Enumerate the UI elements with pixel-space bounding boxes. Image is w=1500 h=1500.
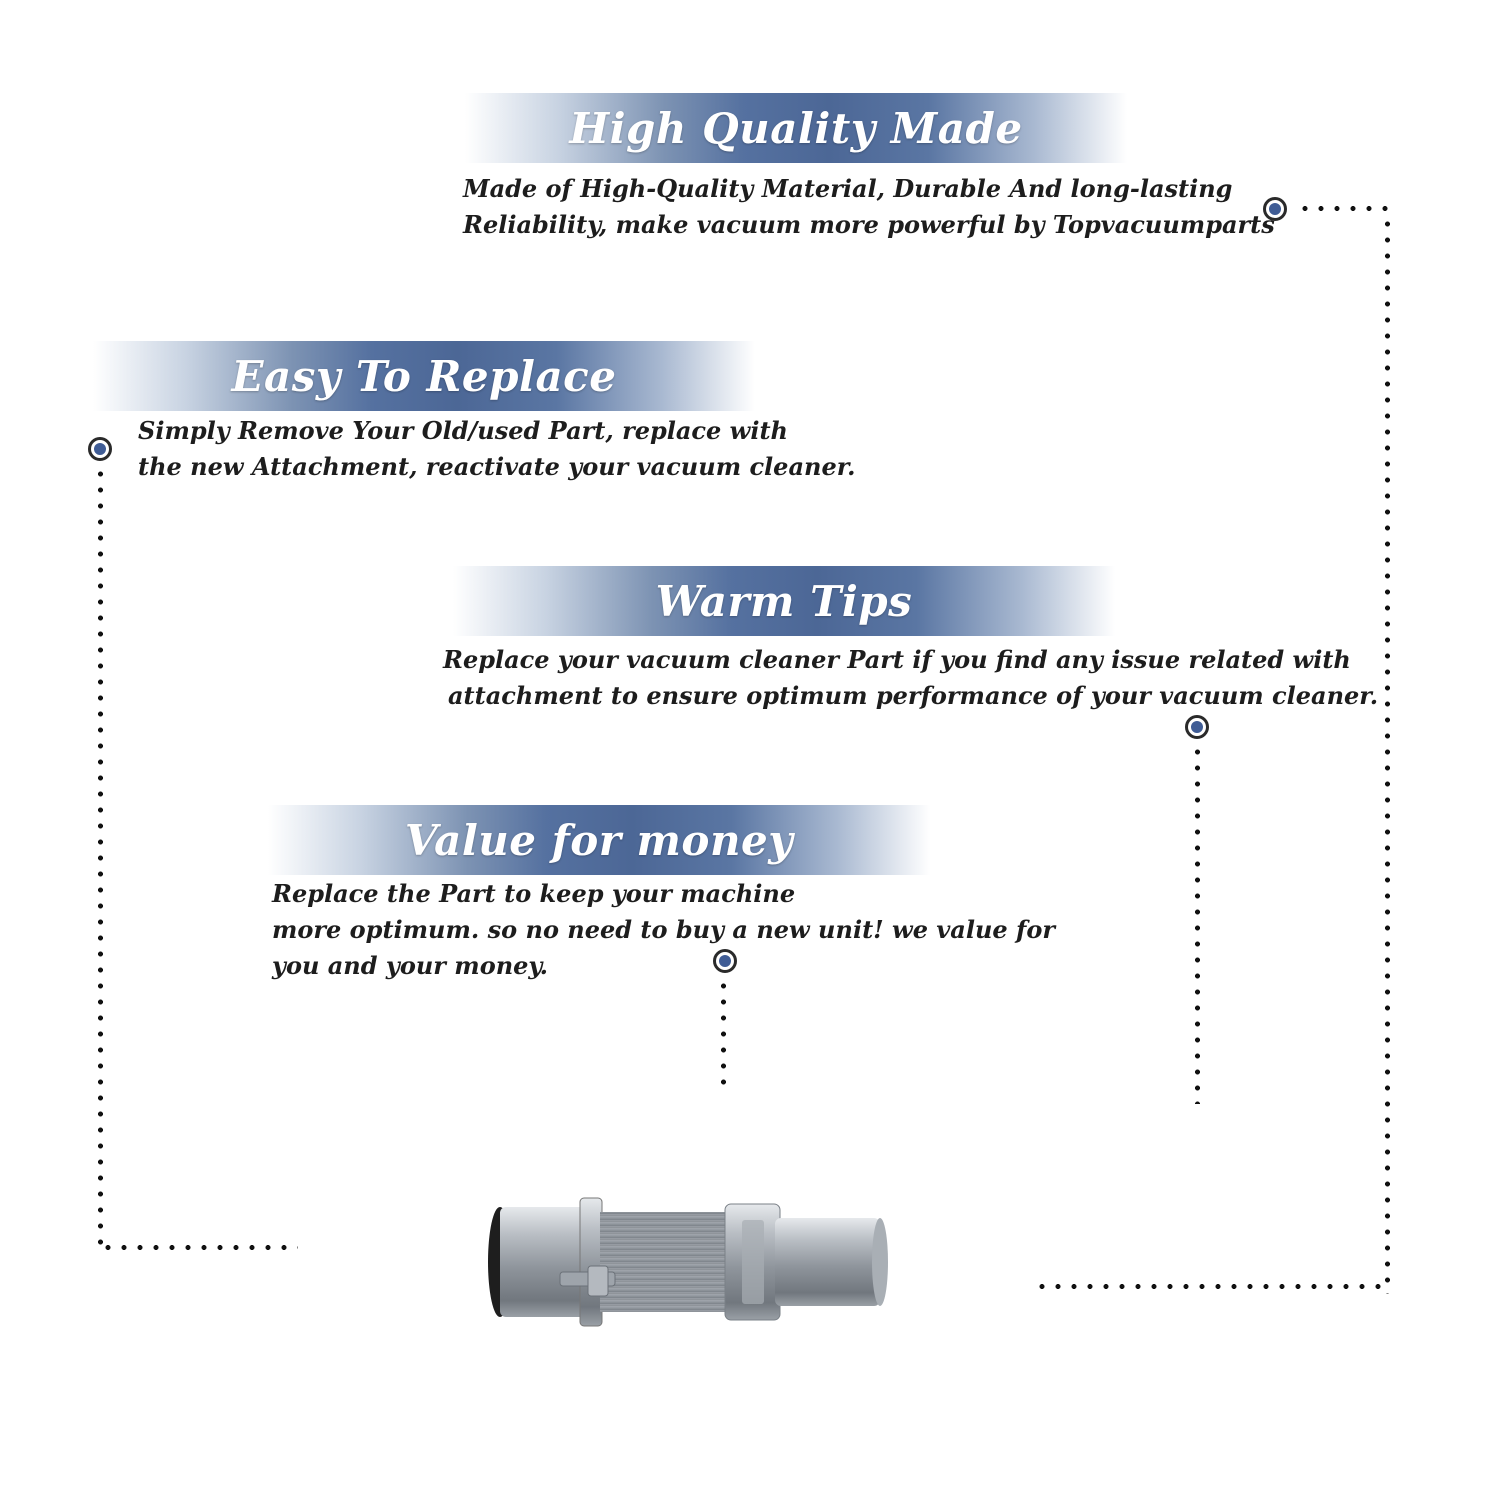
marker-dot-icon — [1263, 197, 1287, 221]
marker-dot-icon — [88, 437, 112, 461]
section-description: Replace the Part to keep your machine mo… — [272, 876, 1055, 984]
dotted-connector — [721, 978, 726, 1092]
description-line: the new Attachment, reactivate your vacu… — [138, 452, 856, 481]
marker-dot-icon — [1185, 715, 1209, 739]
description-line: Made of High-Quality Material, Durable A… — [463, 174, 1233, 203]
section-description: Made of High-Quality Material, Durable A… — [463, 171, 1275, 243]
dotted-connector — [1034, 1284, 1390, 1289]
dotted-connector — [1385, 216, 1390, 1294]
banner-high-quality-made: High Quality Made — [465, 93, 1127, 163]
dotted-connector — [98, 466, 103, 1252]
description-line: attachment to ensure optimum performance… — [448, 681, 1379, 710]
marker-dot-icon — [713, 949, 737, 973]
section-title: High Quality Made — [569, 103, 1023, 153]
banner-warm-tips: Warm Tips — [453, 566, 1115, 636]
banner-easy-to-replace: Easy To Replace — [93, 341, 755, 411]
description-line: Reliability, make vacuum more powerful b… — [463, 210, 1275, 239]
dotted-connector — [100, 1245, 298, 1250]
description-line: Replace the Part to keep your machine — [272, 879, 796, 908]
banner-value-for-money: Value for money — [268, 805, 930, 875]
description-line: you and your money. — [272, 951, 548, 980]
section-title: Easy To Replace — [231, 351, 617, 401]
description-line: more optimum. so no need to buy a new un… — [272, 915, 1055, 944]
description-line: Replace your vacuum cleaner Part if you … — [443, 645, 1351, 674]
section-description: Simply Remove Your Old/used Part, replac… — [138, 413, 856, 485]
section-title: Value for money — [404, 815, 794, 865]
dotted-connector — [1195, 744, 1200, 1104]
dotted-connector — [1297, 206, 1392, 211]
vacuum-hose-attachment-icon — [488, 1197, 888, 1327]
section-description: Replace your vacuum cleaner Part if you … — [443, 642, 1378, 714]
description-line: Simply Remove Your Old/used Part, replac… — [138, 416, 788, 445]
section-title: Warm Tips — [655, 576, 913, 626]
